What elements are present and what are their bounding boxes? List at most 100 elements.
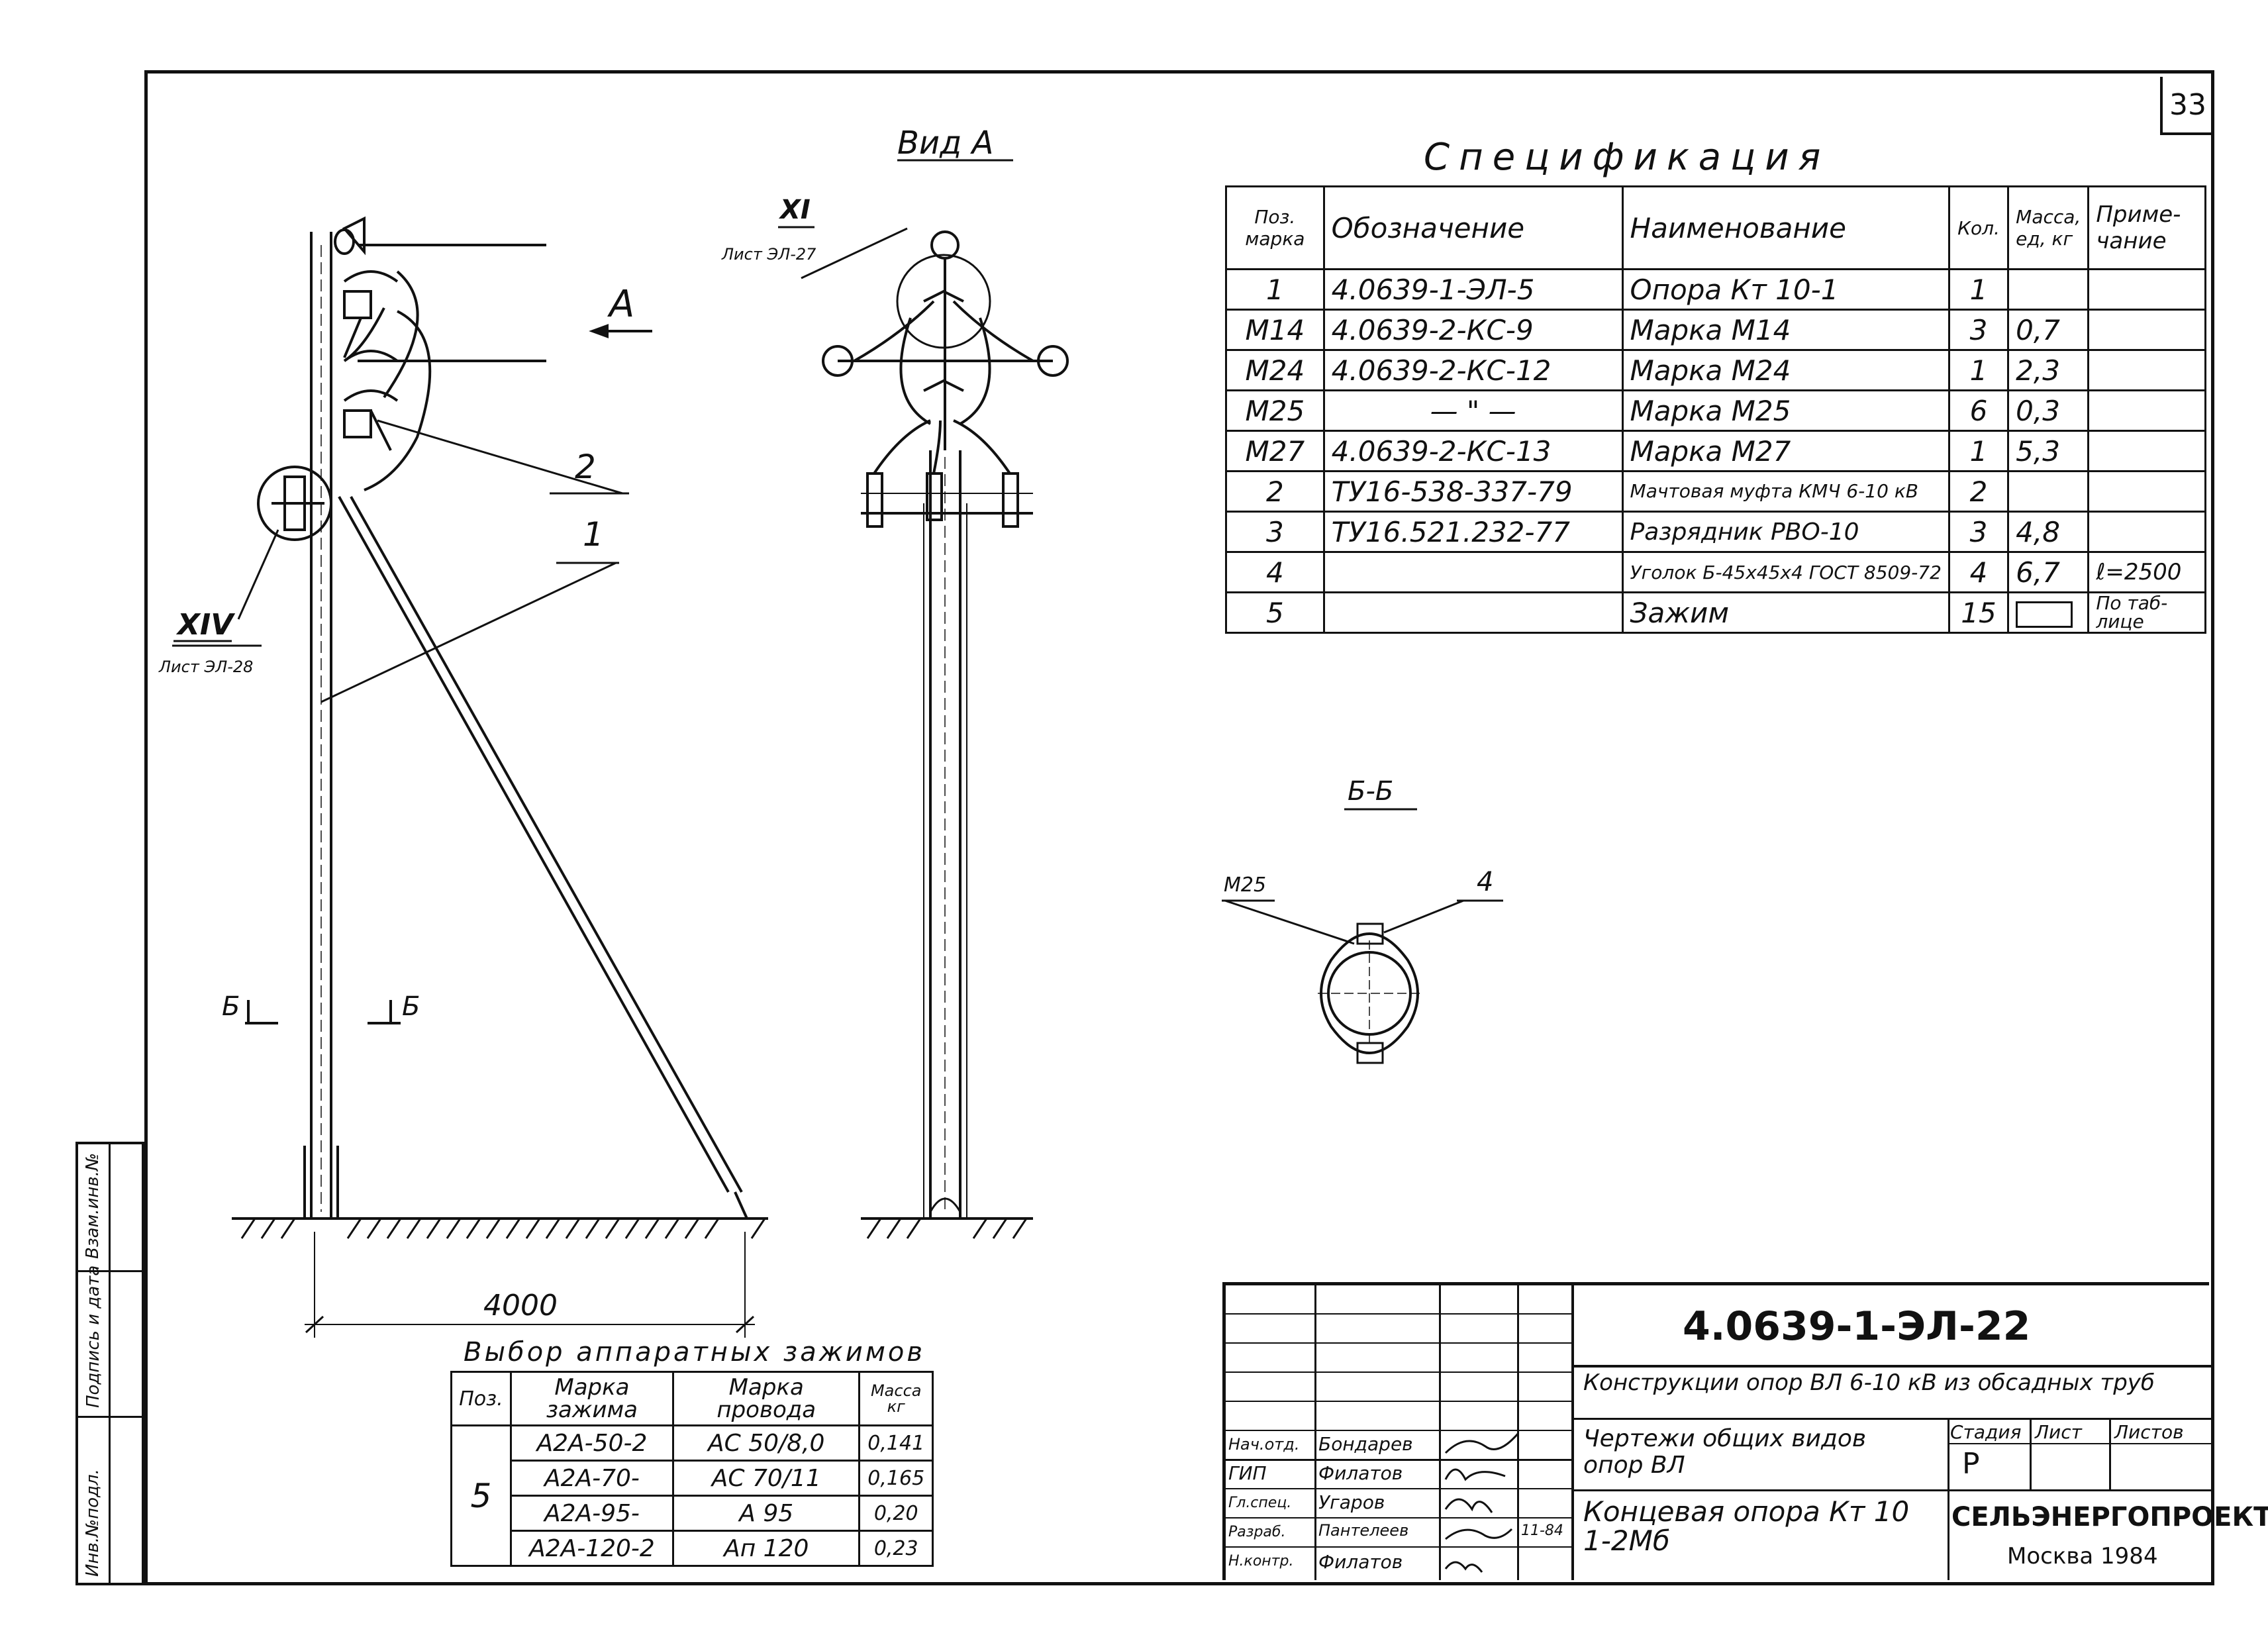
- clamp-cell: А2А-70-: [509, 1460, 675, 1497]
- signature-name: Бондарев: [1318, 1433, 1413, 1455]
- spec-cell: 2,3: [2007, 349, 2090, 391]
- spec-cell: [2087, 430, 2206, 472]
- spec-cell: М27: [1225, 430, 1325, 472]
- clamp-header-clamp: Марка зажима: [509, 1371, 675, 1426]
- signature-name: Филатов: [1318, 1551, 1403, 1573]
- stage-header: Стадия: [1950, 1421, 2022, 1443]
- spec-cell: [2087, 470, 2206, 513]
- spec-cell: [2087, 511, 2206, 553]
- spec-cell: 0,7: [2007, 309, 2090, 351]
- spec-cell: 5: [1225, 591, 1325, 634]
- specification-title: Спецификация: [1424, 136, 1830, 179]
- spec-cell: 5,3: [2007, 430, 2090, 472]
- spec-cell: 4.0639-2-КС-12: [1322, 349, 1624, 391]
- signature-date: 11-84: [1521, 1522, 1563, 1539]
- organization: СЕЛЬЭНЕРГОПРОЕКТ: [1951, 1502, 2268, 1532]
- spec-cell: 1: [1948, 349, 2010, 391]
- clamp-cell: АС 50/8,0: [672, 1424, 861, 1462]
- spec-cell: Мачтовая муфта КМЧ 6-10 кВ: [1621, 470, 1950, 513]
- clamp-header-mass: Масса кг: [858, 1371, 934, 1426]
- clamp-header-wire: Марка провода: [672, 1371, 861, 1426]
- spec-cell: 6: [1948, 389, 2010, 432]
- section-mark-left: Б: [222, 991, 240, 1022]
- spec-cell: Марка М24: [1621, 349, 1950, 391]
- clamp-cell: 0,141: [858, 1424, 934, 1462]
- signature-scribbles: [1444, 1432, 1520, 1573]
- spec-cell: 4: [1948, 551, 2010, 593]
- section-mark-right: Б: [402, 991, 420, 1022]
- sheet-header: Лист: [2035, 1421, 2082, 1443]
- spec-cell: Марка М25: [1621, 389, 1950, 432]
- spec-cell: Зажим: [1621, 591, 1950, 634]
- empty-box: [2016, 601, 2073, 628]
- spec-cell: 2: [1225, 470, 1325, 513]
- spec-cell: ТУ16-538-337-79: [1322, 470, 1624, 513]
- spec-cell: 1: [1948, 430, 2010, 472]
- signature-role: Н.контр.: [1228, 1553, 1294, 1569]
- signature-role: ГИП: [1228, 1462, 1267, 1484]
- signature-role: Нач.отд.: [1228, 1435, 1300, 1454]
- spec-cell: М14: [1225, 309, 1325, 351]
- clamp-pos: 5: [450, 1424, 512, 1567]
- spec-cell: Опора Кт 10-1: [1621, 268, 1950, 311]
- detail-xi-ref: Лист ЭЛ-27: [722, 245, 816, 264]
- signature-name: Филатов: [1318, 1462, 1403, 1484]
- spec-header-pos: Поз. марка: [1225, 185, 1325, 270]
- detail-xiv-ref: Лист ЭЛ-28: [159, 658, 254, 676]
- drawing-frame: [144, 70, 2214, 1585]
- clamp-cell: А 95: [672, 1495, 861, 1532]
- spec-cell: 1: [1225, 268, 1325, 311]
- spec-cell: Марка М14: [1621, 309, 1950, 351]
- spec-header-row: Поз. марка Обозначение Наименование Кол.…: [1225, 185, 2206, 270]
- spec-cell: ТУ16.521.232-77: [1322, 511, 1624, 553]
- spec-cell: 4.0639-1-ЭЛ-5: [1322, 268, 1624, 311]
- section-label-m25: М25: [1224, 873, 1267, 897]
- callout-1: 1: [583, 515, 604, 554]
- spec-cell: М25: [1225, 389, 1325, 432]
- spec-cell: [2007, 268, 2090, 311]
- clamp-table: Поз. Марка зажима Марка провода Масса кг…: [450, 1371, 934, 1567]
- spec-cell: [2007, 591, 2090, 634]
- spec-cell: [2087, 309, 2206, 351]
- city-year: Москва 1984: [2007, 1543, 2158, 1569]
- spec-cell: 4: [1225, 551, 1325, 593]
- stage-value: Р: [1962, 1447, 1980, 1481]
- spec-cell: 2: [1948, 470, 2010, 513]
- document-code: 4.0639-1-ЭЛ-22: [1683, 1303, 2031, 1350]
- signature-name: Угаров: [1318, 1491, 1385, 1513]
- signature-role: Гл.спец.: [1228, 1495, 1292, 1511]
- spec-cell: М24: [1225, 349, 1325, 391]
- spec-cell: 0,3: [2007, 389, 2090, 432]
- signature-name: Пантелеев: [1318, 1521, 1409, 1540]
- detail-xi-label: XI: [780, 195, 811, 225]
- spec-cell: ℓ=2500: [2087, 551, 2206, 593]
- spec-cell: 3: [1948, 309, 2010, 351]
- section-label-4: 4: [1477, 867, 1494, 897]
- section-title: Б-Б: [1348, 776, 1394, 807]
- clamp-cell: АС 70/11: [672, 1460, 861, 1497]
- spec-cell: [2087, 268, 2206, 311]
- sheet-title: Чертежи общих видов опор ВЛ: [1583, 1425, 1867, 1479]
- clamp-cell: 0,20: [858, 1495, 934, 1532]
- signature-role: Разраб.: [1228, 1524, 1286, 1540]
- spec-cell: 1: [1948, 268, 2010, 311]
- sheets-header: Листов: [2114, 1421, 2184, 1443]
- dimension-4000: 4000: [483, 1289, 558, 1322]
- view-arrow-label: А: [609, 283, 635, 326]
- title-block: 4.0639-1-ЭЛ-22 Конструкции опор ВЛ 6-10 …: [1222, 1282, 2268, 1580]
- clamp-cell: А2А-50-2: [509, 1424, 675, 1462]
- spec-cell: Уголок Б-45х45х4 ГОСТ 8509-72: [1621, 551, 1950, 593]
- clamp-cell: А2А-120-2: [509, 1530, 675, 1567]
- clamp-cell: А2А-95-: [509, 1495, 675, 1532]
